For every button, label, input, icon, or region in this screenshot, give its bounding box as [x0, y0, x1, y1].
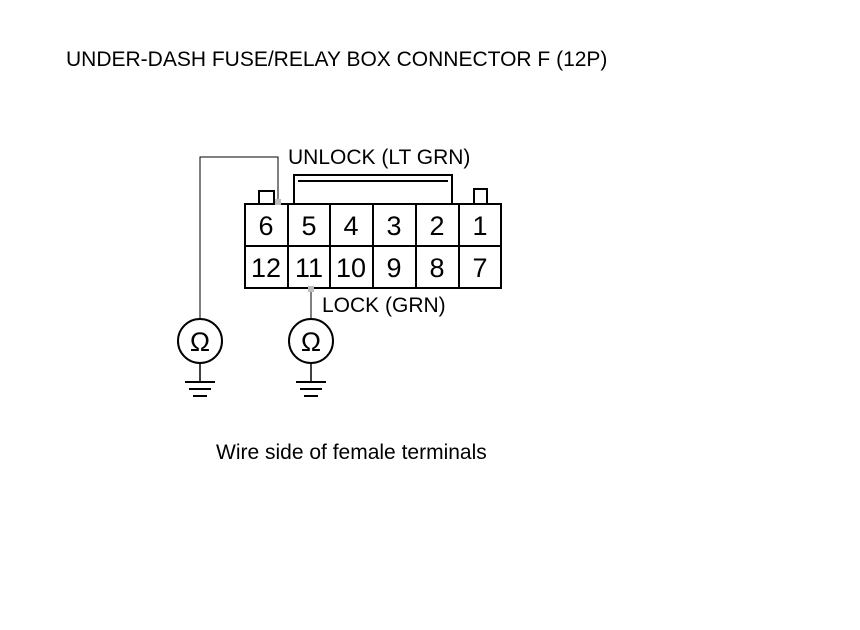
pin-11: 11: [295, 253, 323, 283]
pin-2: 2: [429, 211, 444, 241]
ohmmeter-icon: Ω: [288, 318, 334, 382]
diagram-title: UNDER-DASH FUSE/RELAY BOX CONNECTOR F (1…: [66, 48, 608, 71]
pin-12: 12: [251, 253, 281, 283]
unlock-probe-tip: [275, 199, 281, 205]
ground-icon: [185, 381, 215, 397]
pin-6: 6: [258, 211, 273, 241]
diagram-caption: Wire side of female terminals: [216, 441, 487, 464]
pin-numbers-top-row: 6 5 4 3 2 1: [258, 211, 487, 241]
ground-icon: [296, 381, 326, 397]
lock-wire-label: LOCK (GRN): [322, 294, 446, 317]
pin-5: 5: [301, 211, 316, 241]
connector-housing: [244, 174, 502, 289]
pin-3: 3: [386, 211, 401, 241]
pin-numbers-bottom-row: 12 11 10 9 8 7: [251, 253, 488, 283]
pin-8: 8: [429, 253, 444, 283]
lock-probe-tip: [308, 286, 314, 292]
test-leads: [199, 156, 312, 318]
pin-1: 1: [472, 211, 487, 241]
pin-9: 9: [386, 253, 401, 283]
svg-text:Ω: Ω: [301, 327, 321, 357]
unlock-wire-label: UNLOCK (LT GRN): [288, 146, 471, 169]
unlock-probe-lead: [199, 156, 279, 318]
svg-text:Ω: Ω: [190, 327, 210, 357]
ohmmeter-icon: Ω: [177, 318, 223, 382]
pin-4: 4: [343, 211, 358, 241]
pin-10: 10: [336, 253, 366, 283]
pin-7: 7: [472, 253, 487, 283]
